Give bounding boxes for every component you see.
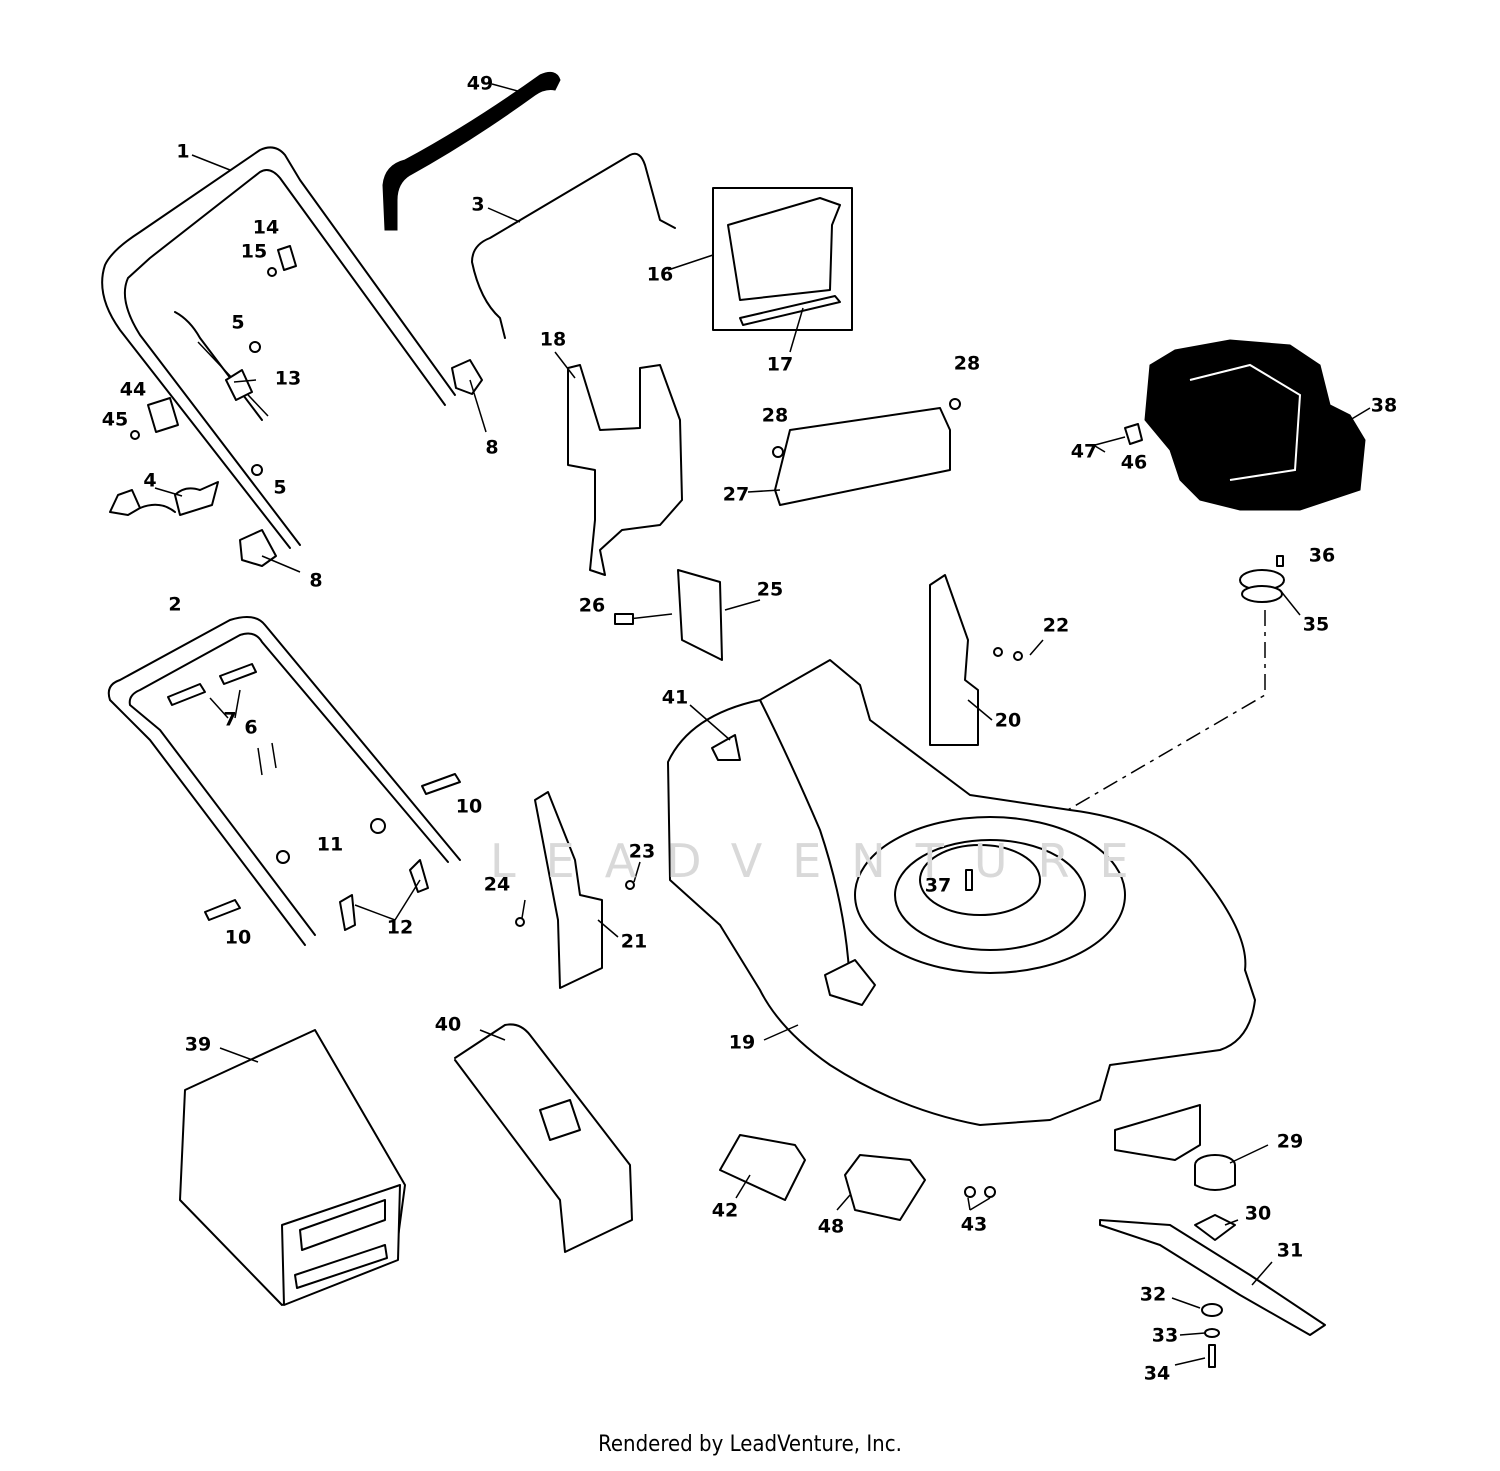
callout-3: 3	[471, 193, 485, 216]
render-credit: Rendered by LeadVenture, Inc.	[598, 1432, 902, 1457]
callout-38: 38	[1370, 394, 1398, 417]
callout-24: 24	[483, 873, 511, 896]
callout-13: 13	[274, 367, 302, 390]
callout-5: 5	[273, 476, 287, 499]
callout-49: 49	[466, 72, 494, 95]
callout-33: 33	[1151, 1324, 1179, 1347]
height-adjuster-part	[929, 574, 979, 746]
callout-30: 30	[1244, 1202, 1272, 1225]
callout-25: 25	[756, 578, 784, 601]
callout-29: 29	[1276, 1130, 1304, 1153]
callout-26: 26	[578, 594, 606, 617]
callout-27: 27	[722, 483, 750, 506]
callout-2: 2	[168, 593, 182, 616]
handle-knob-part	[451, 359, 483, 395]
callout-40: 40	[434, 1013, 462, 1036]
callout-32: 32	[1139, 1283, 1167, 1306]
callout-10: 10	[224, 926, 252, 949]
callout-48: 48	[817, 1215, 845, 1238]
callout-36: 36	[1308, 544, 1336, 567]
callout-35: 35	[1302, 613, 1330, 636]
callout-39: 39	[184, 1033, 212, 1056]
callout-17: 17	[766, 353, 794, 376]
bag-frame-part	[454, 1023, 633, 1253]
callout-44: 44	[119, 378, 147, 401]
handle-knob-part	[239, 529, 277, 567]
height-adjuster-part	[534, 791, 603, 989]
callout-6: 6	[244, 716, 258, 739]
callout-28: 28	[953, 352, 981, 375]
upper-handle-part	[101, 146, 456, 549]
watermark: LEADVENTURE	[490, 834, 1159, 888]
mower-blade-part	[1099, 1219, 1326, 1336]
callout-8: 8	[485, 436, 499, 459]
callout-21: 21	[620, 930, 648, 953]
callout-43: 43	[960, 1213, 988, 1236]
callout-31: 31	[1276, 1239, 1304, 1262]
callout-28: 28	[761, 404, 789, 427]
callout-8: 8	[309, 569, 323, 592]
callout-37: 37	[924, 874, 952, 897]
callout-5: 5	[231, 311, 245, 334]
callout-20: 20	[994, 709, 1022, 732]
callout-23: 23	[628, 840, 656, 863]
lower-handle-part	[107, 615, 461, 946]
callout-34: 34	[1143, 1362, 1171, 1385]
callout-45: 45	[101, 408, 129, 431]
engine-part	[1144, 339, 1366, 511]
callout-15: 15	[240, 240, 268, 263]
callout-1: 1	[176, 140, 190, 163]
callout-14: 14	[252, 216, 280, 239]
handle-grip-part	[382, 71, 561, 231]
control-bail-part	[471, 152, 676, 339]
callout-7: 7	[223, 708, 237, 731]
callout-12: 12	[386, 916, 414, 939]
rear-flap-part	[774, 407, 951, 506]
cable-part	[174, 311, 263, 421]
callout-42: 42	[711, 1199, 739, 1222]
callout-10: 10	[455, 795, 483, 818]
callout-4: 4	[143, 469, 157, 492]
callout-41: 41	[661, 686, 689, 709]
discharge-chute-part	[567, 364, 683, 576]
callout-47: 47	[1070, 440, 1098, 463]
callout-46: 46	[1120, 451, 1148, 474]
callout-22: 22	[1042, 614, 1070, 637]
mower-deck-part	[667, 659, 1256, 1126]
callout-11: 11	[316, 833, 344, 856]
callout-19: 19	[728, 1031, 756, 1054]
callout-18: 18	[539, 328, 567, 351]
callout-16: 16	[646, 263, 674, 286]
